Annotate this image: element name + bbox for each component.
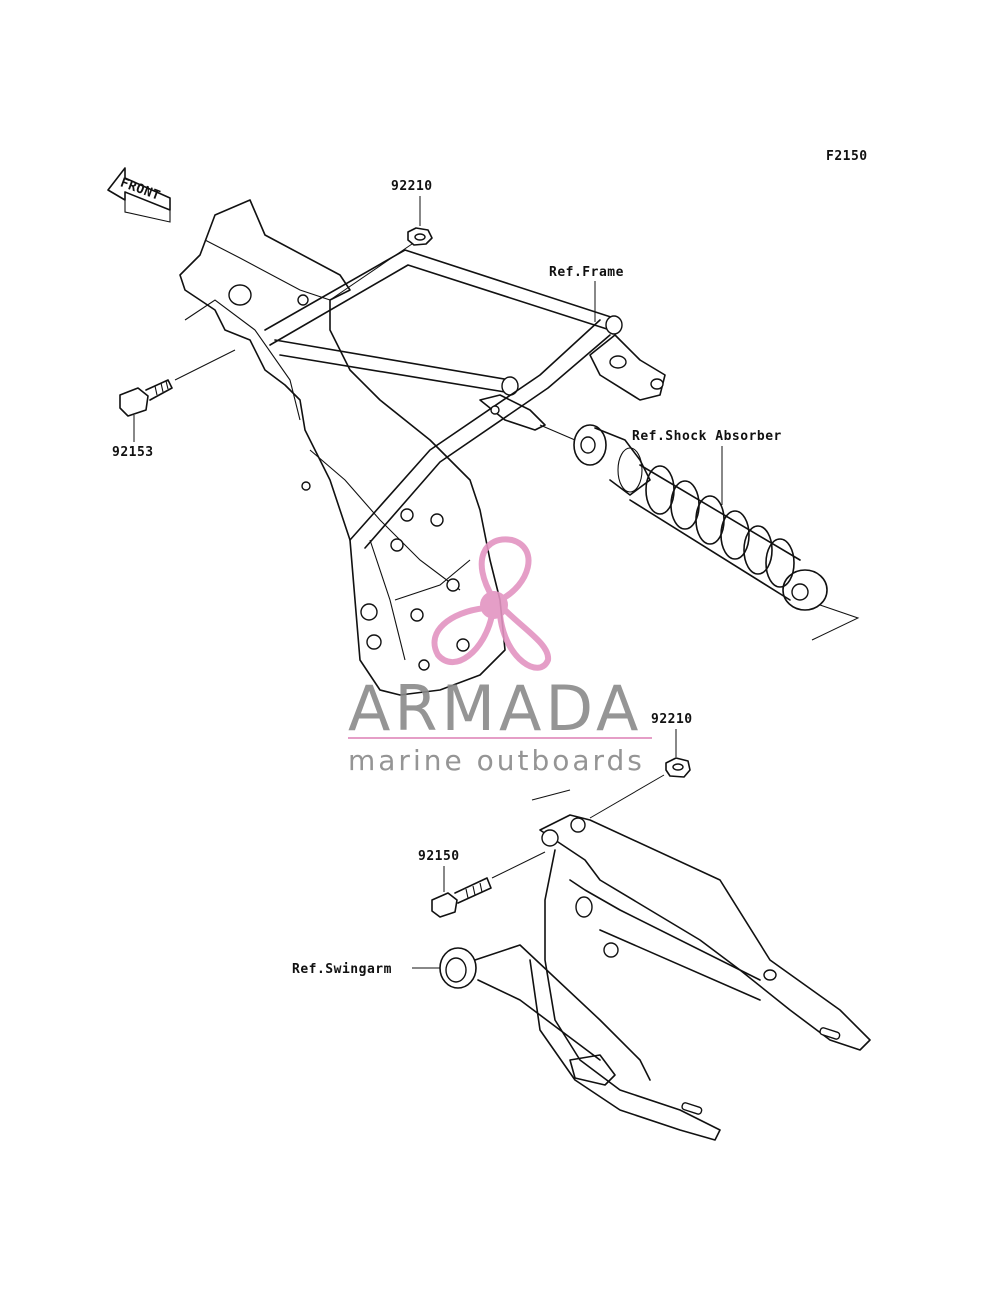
callout-bolt-top: 92153 <box>112 445 154 460</box>
bolt-bottom-icon <box>431 877 492 918</box>
frame-drawing <box>179 199 666 696</box>
figure-code: F2150 <box>826 149 868 164</box>
callout-nut-top: 92210 <box>391 179 433 194</box>
callout-swingarm-ref: Ref.Swingarm <box>292 962 392 977</box>
watermark-brand: ARMADA <box>348 672 642 745</box>
swingarm-drawing <box>439 814 871 1141</box>
nut-top-icon <box>407 227 433 246</box>
nut-bottom-icon <box>665 757 691 778</box>
callout-bolt-bottom: 92150 <box>418 849 460 864</box>
callout-nut-bottom: 92210 <box>651 712 693 727</box>
propeller-icon <box>431 536 552 671</box>
bolt-top-icon <box>119 379 173 417</box>
armada-logo: ARMADA marine outboards <box>348 536 652 777</box>
shock-absorber-drawing <box>573 424 828 611</box>
watermark-tagline: marine outboards <box>348 744 645 777</box>
front-arrow-icon: FRONT <box>107 167 171 223</box>
callout-shock-ref: Ref.Shock Absorber <box>632 429 782 444</box>
callout-frame-ref: Ref.Frame <box>549 265 624 280</box>
